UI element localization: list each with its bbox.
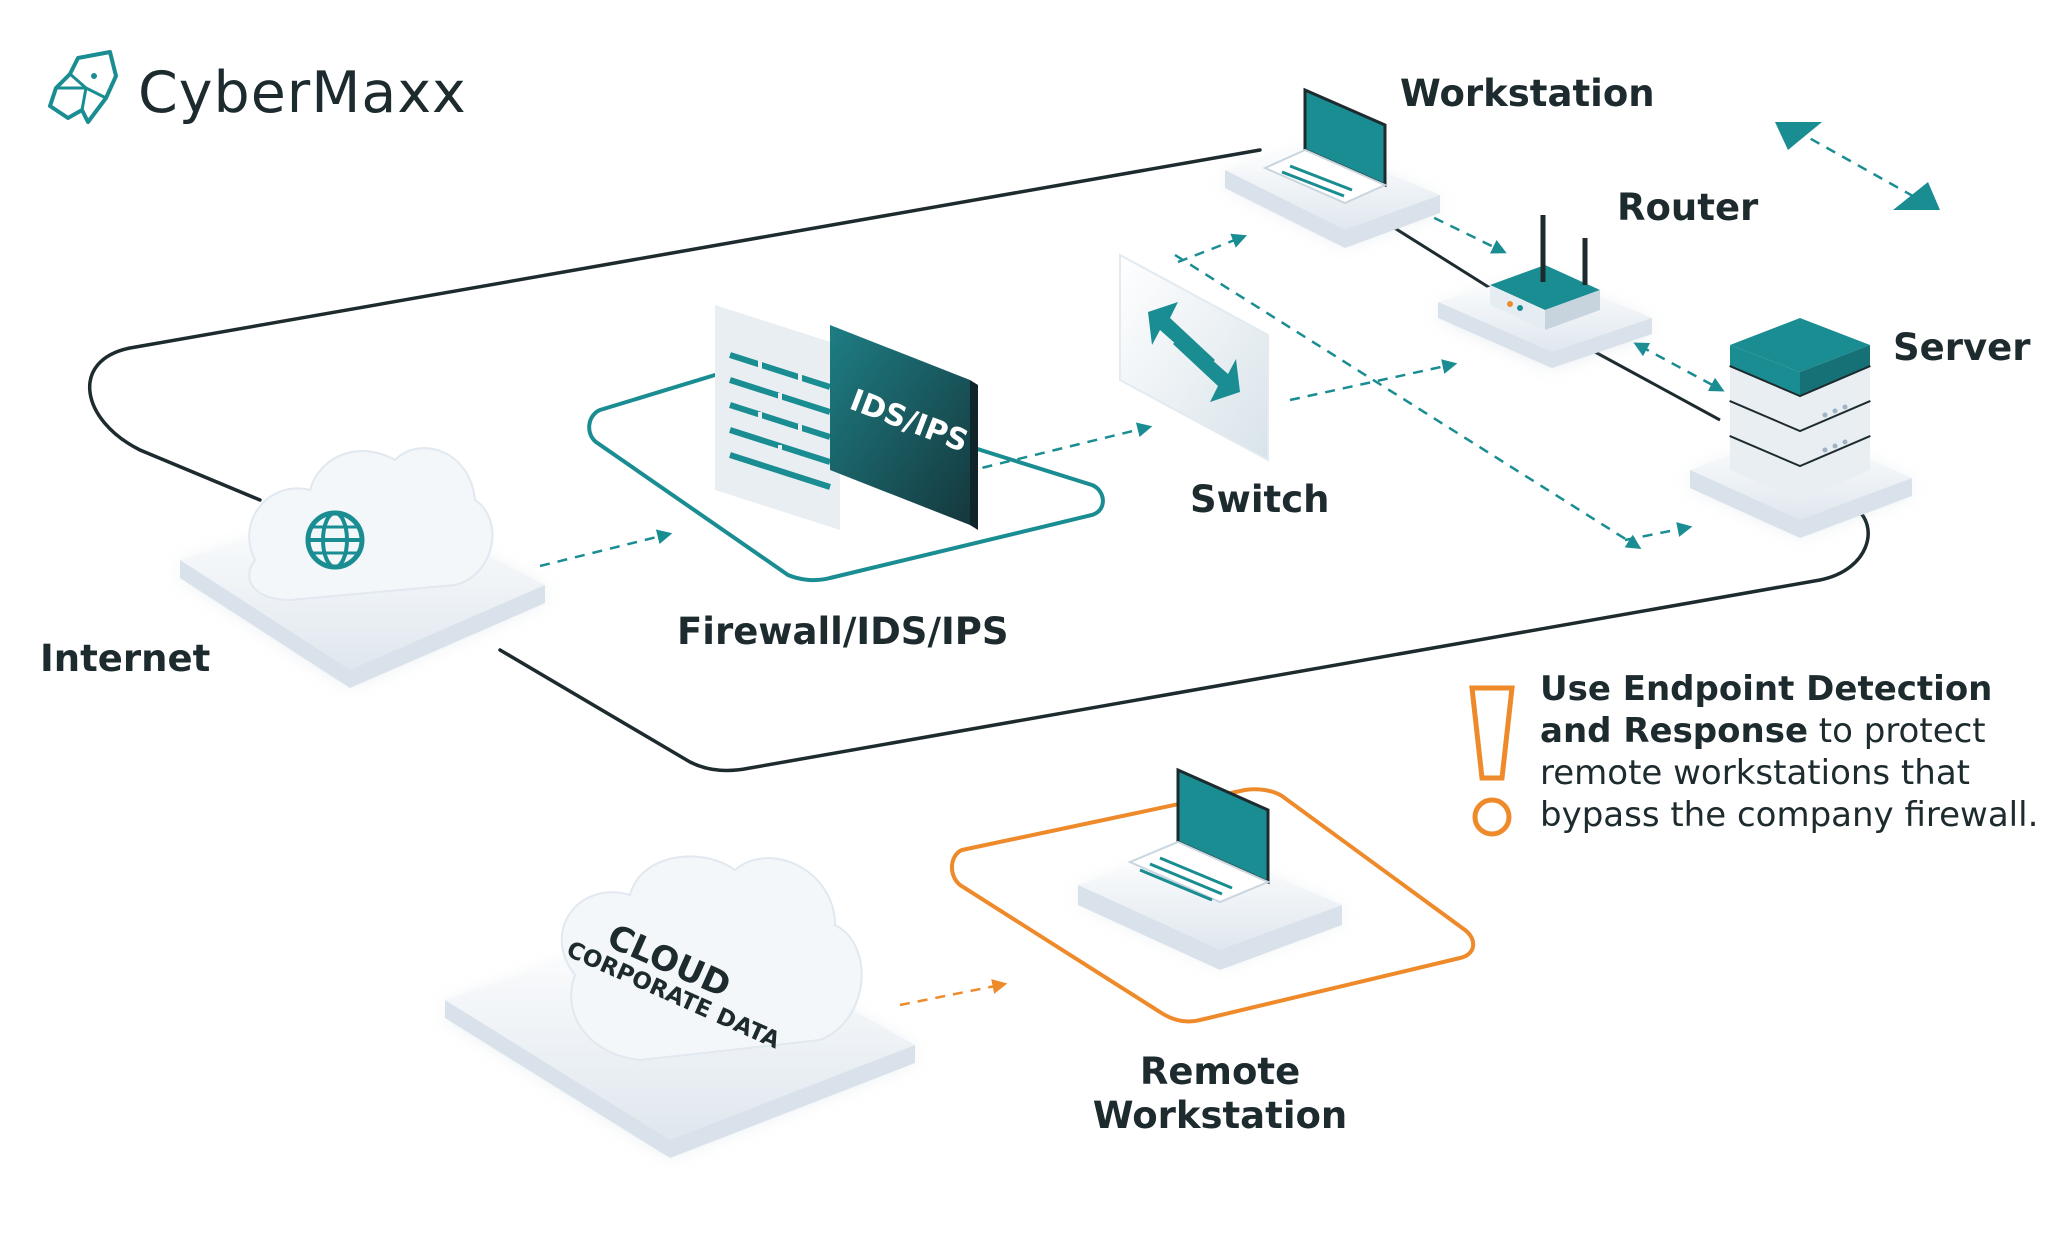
edr-note-rest: to protect remote workstations that bypa… (1540, 711, 2039, 835)
server-stack (1729, 318, 1871, 500)
switch-arrows-icon (1148, 302, 1240, 402)
router-server-line (1594, 350, 1721, 422)
workstation-router-line (1384, 220, 1491, 290)
edr-note-bold: Use Endpoint Detection and Response (1540, 669, 1993, 751)
warning-exclamation-icon (1469, 685, 1515, 837)
cloud-corporate-data: CLOUD CORPORATE DATA (445, 855, 915, 1158)
firewall-switch-link (964, 422, 1153, 474)
workstation-device (1225, 87, 1440, 248)
remote-workstation-label: Remote Workstation (1092, 1050, 1348, 1138)
network-boundary-line (88, 148, 1870, 773)
router-device (1438, 215, 1652, 368)
workstation-router-dashed (1411, 206, 1507, 254)
server-link-tail (1624, 522, 1693, 542)
ids-ips-panel: IDS/IPS (830, 325, 978, 530)
switch-device (1119, 253, 1269, 462)
server-label: Server (1893, 326, 2031, 369)
cloud-remote-link (899, 979, 1008, 1007)
firewall-brick-icon (715, 305, 840, 530)
edr-note: Use Endpoint Detection and Response to p… (1540, 668, 2040, 836)
remote-workstation-device (1078, 767, 1342, 970)
dashed-connections (539, 206, 1725, 568)
switch-workstation-link (1177, 233, 1247, 264)
server-device (1690, 318, 1912, 538)
workstation-label: Workstation (1400, 72, 1655, 115)
firewall-label: Firewall/IDS/IPS (677, 610, 1009, 653)
switch-label: Switch (1190, 478, 1330, 521)
brand-name: CyberMaxx (138, 60, 467, 126)
switch-server-link (1174, 253, 1642, 549)
internet-label: Internet (40, 637, 211, 680)
bidirectional-arrow-icon (1775, 122, 1940, 210)
switch-router-link (1289, 359, 1458, 402)
internet-cloud (180, 447, 545, 688)
globe-icon (305, 510, 365, 570)
internet-firewall-link (539, 529, 673, 568)
router-label: Router (1617, 186, 1759, 229)
router-server-dashed (1633, 342, 1725, 392)
dog-head-logo (48, 50, 118, 124)
remote-zone-outline (950, 787, 1476, 1024)
